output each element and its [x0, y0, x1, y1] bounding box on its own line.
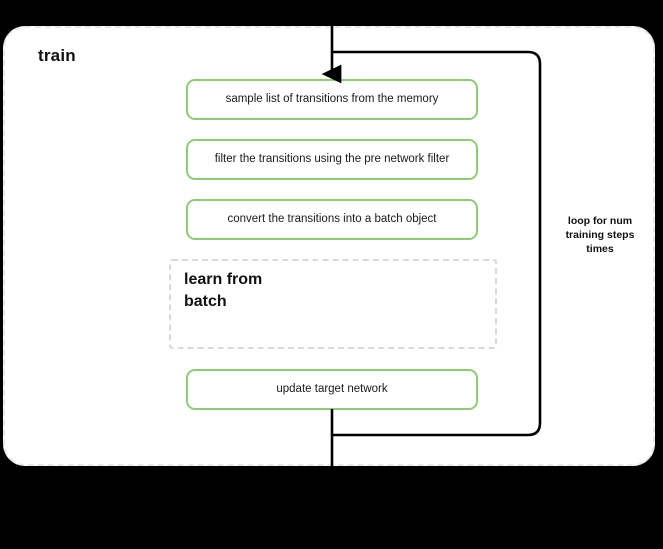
subgraph-learn-from-batch: learn from batch	[169, 259, 497, 349]
process-box-sample-label: sample list of transitions from the memo…	[225, 92, 439, 105]
subgraph-learn-from-batch-title: learn from batch	[184, 269, 364, 313]
process-box-convert[interactable]: convert the transitions into a batch obj…	[186, 199, 478, 240]
loop-label-line-3: times	[586, 242, 614, 255]
loop-label-line-2: training steps	[565, 228, 635, 241]
process-box-update-target-network[interactable]: update target network	[186, 369, 478, 410]
subgraph-title-line-2: batch	[184, 293, 227, 311]
loop-label: loop for num training steps times	[546, 215, 654, 257]
process-box-update-target-network-label: update target network	[276, 382, 388, 395]
page-title: train	[38, 46, 76, 65]
loop-label-line-1: loop for num	[567, 215, 633, 227]
process-box-convert-label: convert the transitions into a batch obj…	[227, 212, 437, 225]
process-box-filter-label: filter the transitions using the pre net…	[214, 152, 450, 165]
process-box-filter[interactable]: filter the transitions using the pre net…	[186, 139, 478, 180]
process-box-sample[interactable]: sample list of transitions from the memo…	[186, 79, 478, 120]
subgraph-title-line-1: learn from	[184, 271, 263, 288]
